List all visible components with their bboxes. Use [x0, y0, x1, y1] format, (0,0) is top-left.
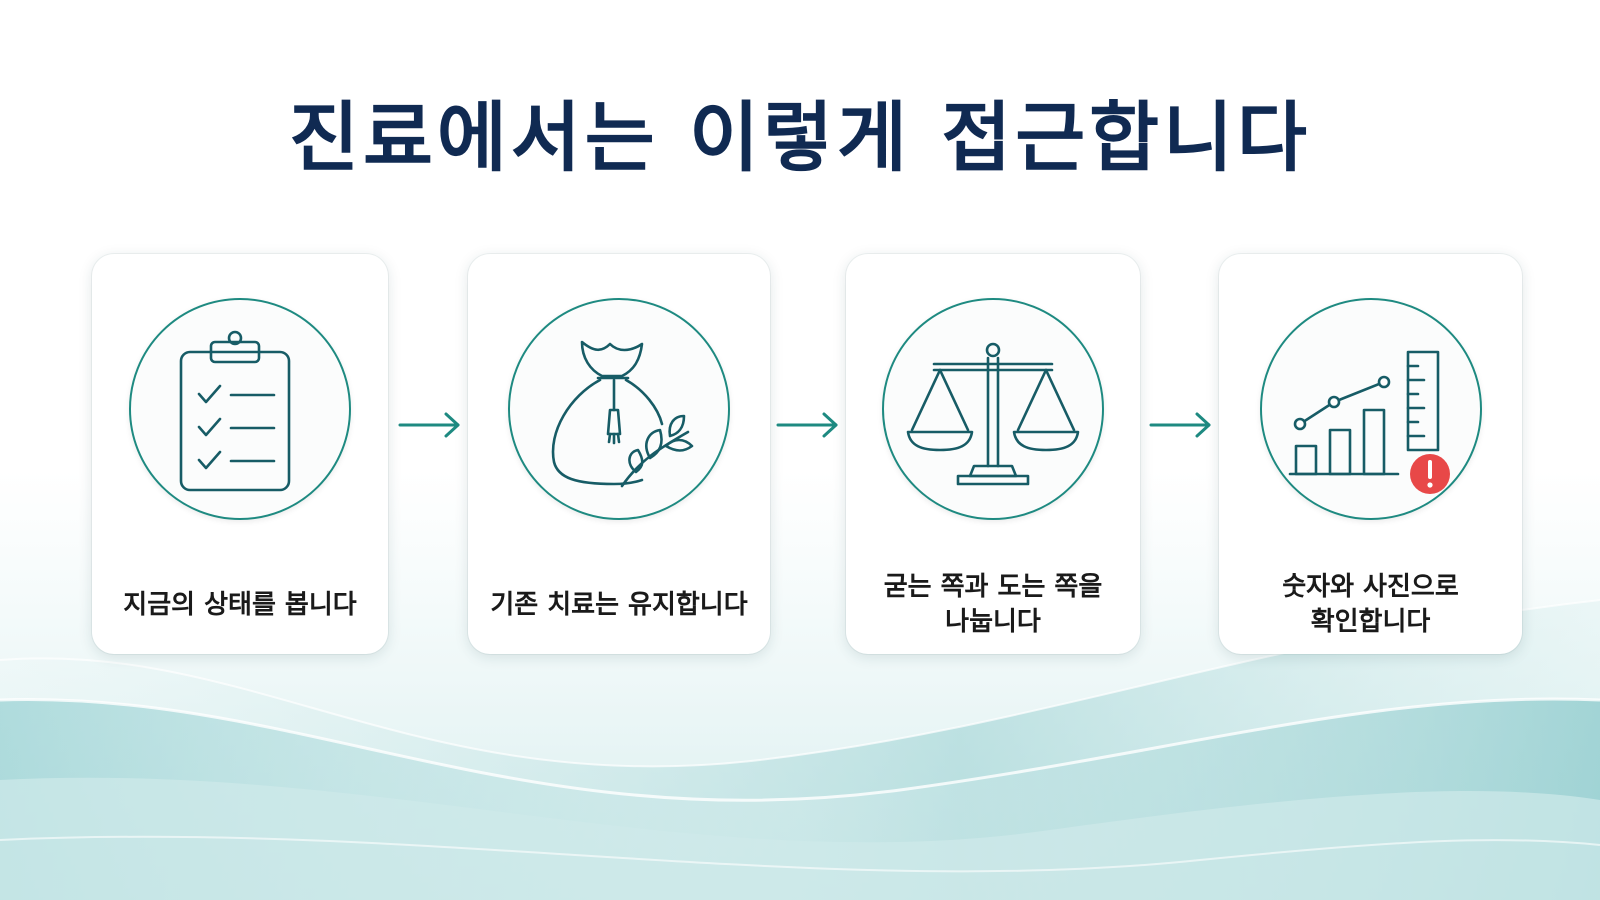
page-title: 진료에서는 이렇게 접근합니다 [289, 93, 1311, 182]
balance-scale-icon [906, 342, 1080, 486]
step-label-line: 지금의 상태를 봅니다 [123, 590, 357, 620]
step-card-1: 지금의 상태를 봅니다 [92, 254, 388, 654]
step-icon-circle [508, 298, 730, 520]
step-icon-circle [882, 298, 1104, 520]
arrow-right-icon [776, 412, 838, 438]
step-label: 지금의 상태를 봅니다 [102, 588, 378, 623]
step-label-line: 숫자와 사진으로 [1282, 572, 1459, 602]
step-icon-circle [129, 298, 351, 520]
step-icon-circle [1259, 298, 1482, 520]
step-label: 굳는 쪽과 도는 쪽을 나눕니다 [856, 570, 1130, 641]
step-label: 기존 치료는 유지합니다 [478, 588, 760, 623]
clipboard-checklist-icon [179, 330, 291, 492]
step-label-line: 기존 치료는 유지합니다 [490, 590, 748, 620]
step-label-line: 확인합니다 [1310, 607, 1431, 638]
bar-chart-ruler-alert-icon [1288, 350, 1450, 494]
step-card-2: 기존 치료는 유지합니다 [468, 254, 770, 654]
arrow-right-icon [1149, 412, 1211, 438]
step-label-line: 나눕니다 [945, 607, 1041, 638]
step-card-3: 굳는 쪽과 도는 쪽을 나눕니다 [846, 254, 1140, 654]
step-card-4: 숫자와 사진으로 확인합니다 [1219, 254, 1522, 654]
arrow-right-icon [398, 412, 460, 438]
herbal-pouch-icon [551, 340, 694, 488]
step-label: 숫자와 사진으로 확인합니다 [1229, 570, 1512, 641]
step-label-line: 굳는 쪽과 도는 쪽을 [883, 572, 1103, 602]
